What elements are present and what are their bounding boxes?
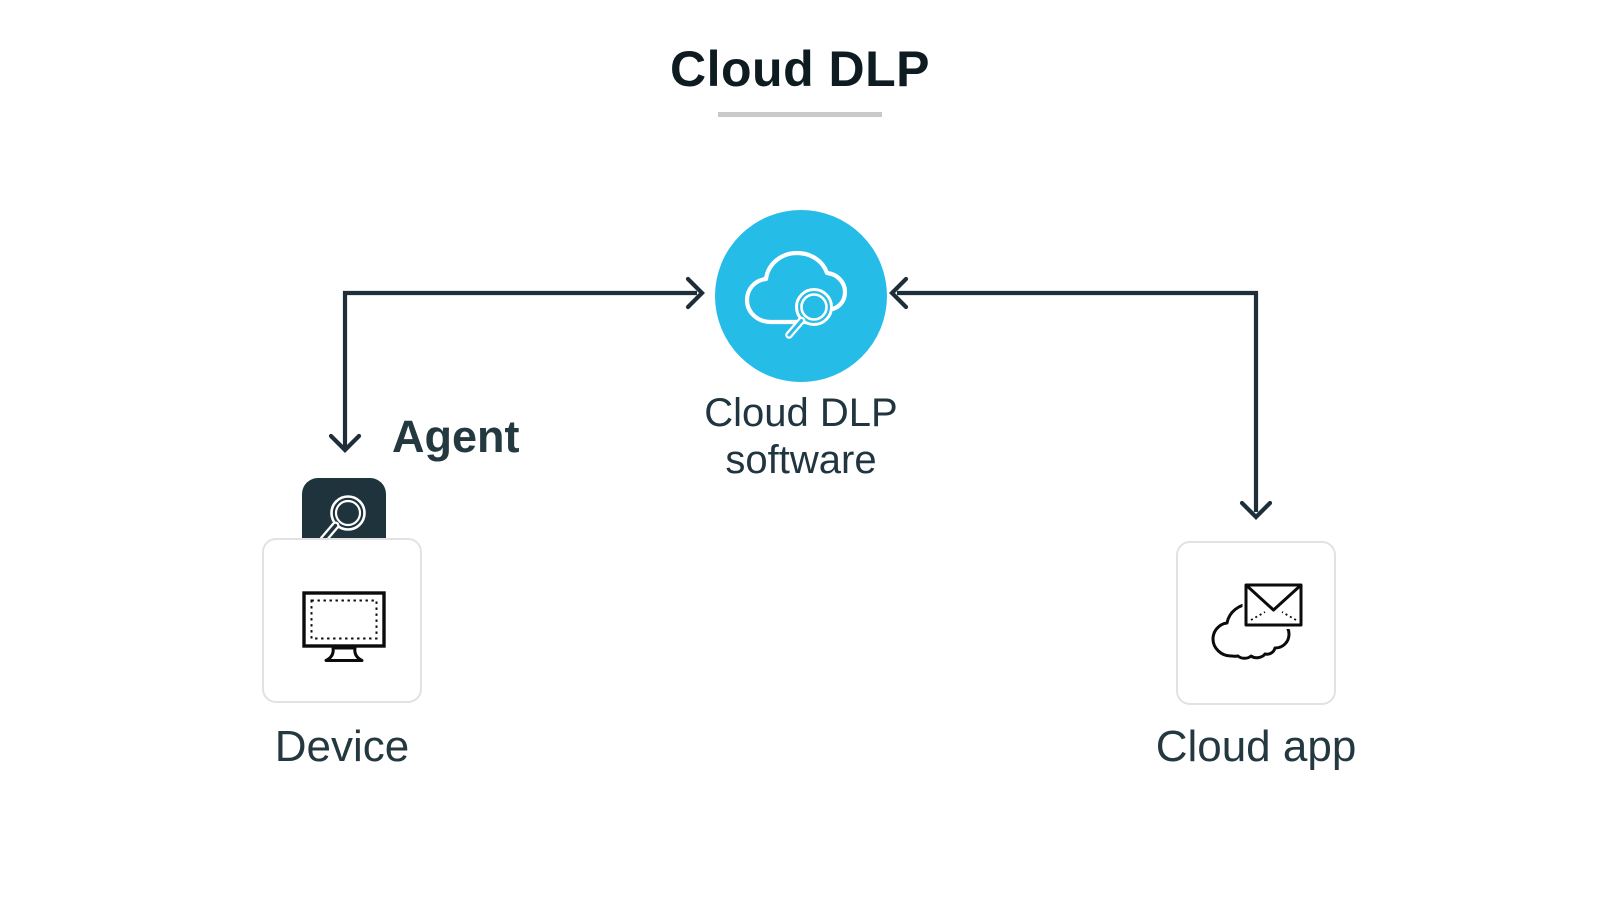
cloud-app-box [1176,541,1336,705]
agent-label: Agent [392,411,520,462]
edge-cloudapp-clouddlp [889,276,1273,520]
device-label: Device [274,722,410,771]
cloud-mail-icon [1211,583,1305,660]
diagram-title: Cloud DLP [669,41,931,97]
device-box [262,538,422,703]
cloud-app-label: Cloud app [1155,722,1357,771]
cloud-dlp-label: Cloud DLP software [704,391,898,482]
edge-device-clouddlp [328,276,705,453]
cloud-search-icon [744,250,848,339]
monitor-icon [302,591,386,662]
cloud-dlp-node [715,210,887,382]
title-underline [718,112,882,117]
